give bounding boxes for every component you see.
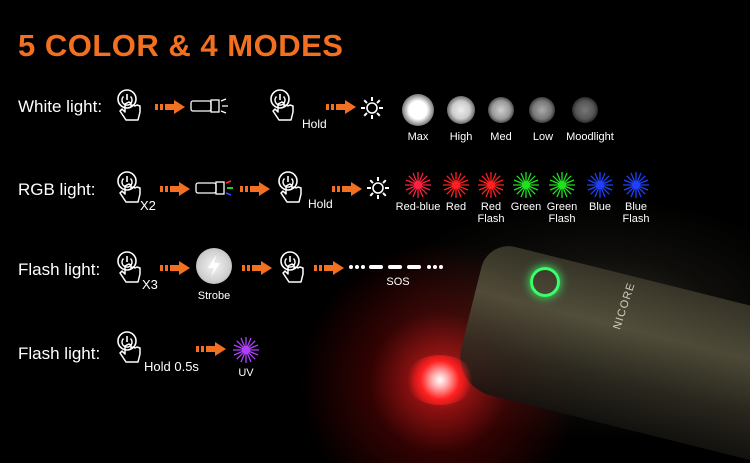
hold-hand-icon <box>115 330 145 364</box>
white-light-label: White light: <box>18 97 103 116</box>
level-med-label: Med <box>490 131 512 143</box>
rgb-color-3-icon <box>512 171 540 199</box>
brightness-max-icon <box>402 94 434 126</box>
sos-label: SOS <box>386 276 410 288</box>
level-low-label: Low <box>532 131 554 143</box>
rgb-color-4-icon <box>548 171 576 199</box>
gear-icon <box>366 176 390 200</box>
rgb-color-label: Red-blue <box>395 201 441 213</box>
arrow-right-icon <box>242 261 272 275</box>
green-switch-ring <box>530 267 560 297</box>
rgb-press-count: X2 <box>140 198 156 213</box>
rgb-color-label: Blue Flash <box>622 201 650 225</box>
flash-press-count: X3 <box>142 277 158 292</box>
hold-hand-icon <box>276 170 306 204</box>
uv-light-icon <box>232 336 260 364</box>
level-high-label: High <box>449 131 473 143</box>
rgb-color-label: Green Flash <box>546 201 578 225</box>
press-hand-icon <box>115 88 145 122</box>
rgb-light-label: RGB light: <box>18 180 96 199</box>
rgb-hold-text: Hold <box>308 197 333 211</box>
arrow-right-icon <box>332 182 362 196</box>
level-moodlight-label: Moodlight <box>566 131 614 143</box>
arrow-right-icon <box>160 182 190 196</box>
rgb-color-0-icon <box>404 171 432 199</box>
uv-flash-light-label: Flash light: <box>18 344 101 363</box>
rgb-color-label: Red <box>445 201 467 213</box>
sos-signal-icon <box>349 265 443 269</box>
strobe-label: Strobe <box>197 290 231 302</box>
uv-hold-text: Hold 0.5s <box>144 359 199 374</box>
arrow-right-icon <box>240 182 270 196</box>
arrow-right-icon <box>155 100 185 114</box>
level-max-label: Max <box>407 131 429 143</box>
uv-label: UV <box>238 367 254 379</box>
rgb-color-5-icon <box>586 171 614 199</box>
brightness-low-icon <box>529 97 555 123</box>
arrow-right-icon <box>196 342 226 356</box>
flashlight-rgb-icon <box>195 180 233 196</box>
page-title: 5 COLOR & 4 MODES <box>18 28 344 63</box>
arrow-right-icon <box>160 261 190 275</box>
rgb-color-2-icon <box>477 171 505 199</box>
gear-icon <box>360 96 384 120</box>
hold-hand-icon <box>278 250 308 284</box>
rgb-color-1-icon <box>442 171 470 199</box>
arrow-right-icon <box>326 100 356 114</box>
brightness-moodlight-icon <box>572 97 598 123</box>
white-hold-text: Hold <box>302 117 327 131</box>
rgb-color-label: Green <box>510 201 542 213</box>
strobe-icon <box>196 248 232 284</box>
brightness-med-icon <box>488 97 514 123</box>
red-light-glow <box>405 355 475 405</box>
rgb-color-label: Blue <box>588 201 612 213</box>
rgb-color-6-icon <box>622 171 650 199</box>
flash-light-label: Flash light: <box>18 260 101 279</box>
brightness-high-icon <box>447 96 475 124</box>
press-hand-icon <box>115 250 145 284</box>
arrow-right-icon <box>314 261 344 275</box>
rgb-color-label: Red Flash <box>477 201 505 225</box>
flashlight-white-icon <box>190 98 228 114</box>
hold-hand-icon <box>268 88 298 122</box>
